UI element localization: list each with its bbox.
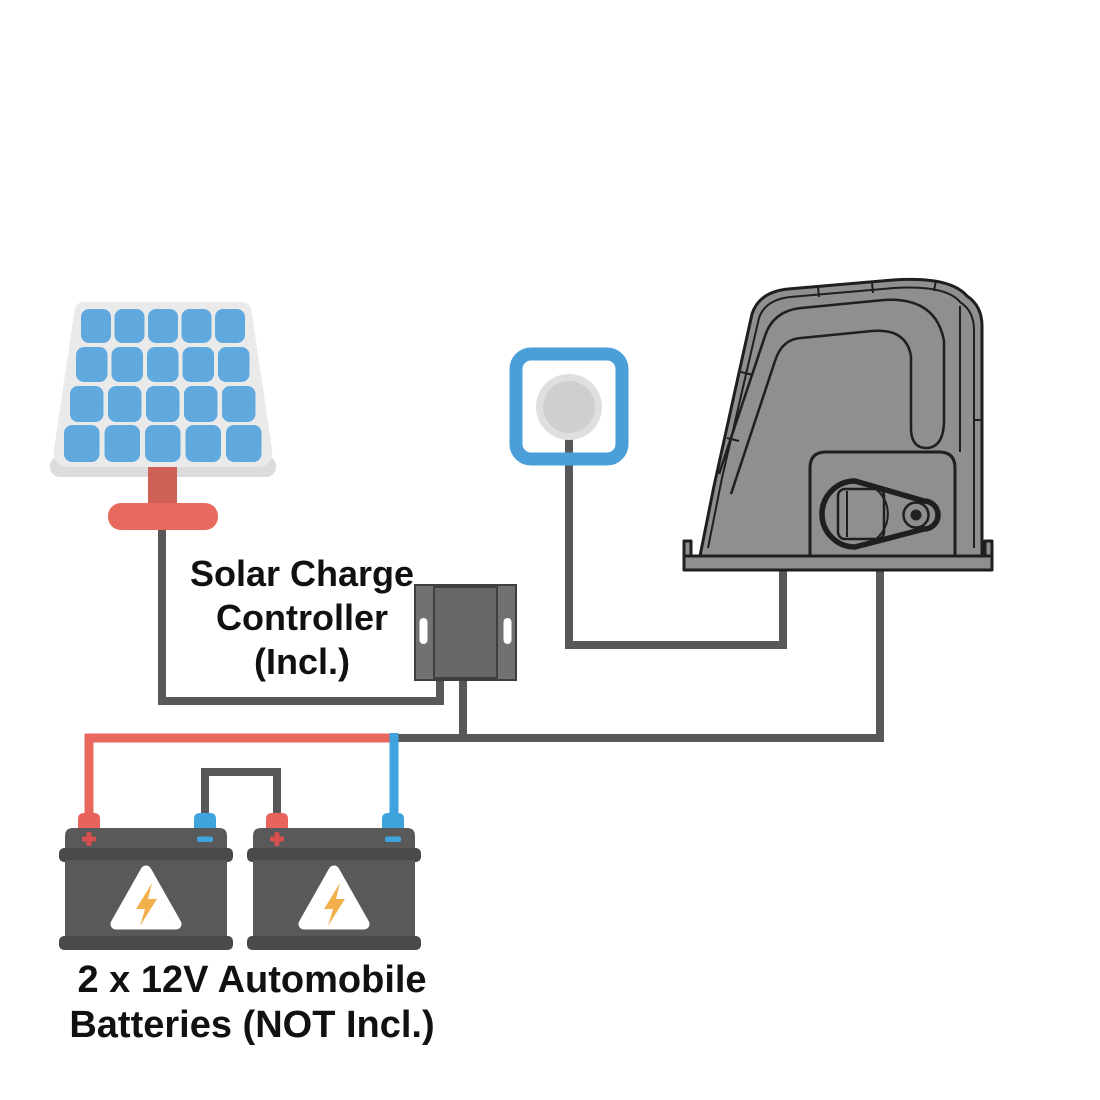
motor-release-keyhole bbox=[819, 478, 941, 550]
outlet-square-frame bbox=[509, 347, 629, 466]
batteries-label-line2: Batteries (NOT Incl.) bbox=[69, 1004, 435, 1046]
battery-1-icon bbox=[59, 813, 233, 950]
motor-hood-arch bbox=[717, 298, 946, 495]
battery2-plus-mark bbox=[270, 832, 284, 846]
batteries-label-line1: 2 x 12V Automobile bbox=[77, 959, 427, 1001]
motor-foot-tab-right bbox=[983, 539, 994, 558]
controller-label-line1: Solar Charge bbox=[189, 553, 415, 594]
panel-stand-post bbox=[148, 466, 177, 508]
battery2-top-band bbox=[247, 848, 421, 862]
battery-2-icon bbox=[247, 813, 421, 950]
wires bbox=[84, 412, 884, 816]
motor-release-handle bbox=[836, 487, 886, 541]
battery1-bottom-band bbox=[59, 936, 233, 950]
wire-battery1-positive-red bbox=[84, 733, 398, 816]
wire-solar-to-controller bbox=[158, 500, 444, 705]
gate-opener-motor-icon bbox=[682, 277, 994, 572]
wire-junction-to-motor bbox=[394, 562, 884, 742]
outlet-plug-icon bbox=[509, 347, 629, 466]
charge-controller-icon bbox=[414, 584, 517, 681]
controller-mount-hole-right bbox=[503, 618, 512, 644]
panel-stand-base bbox=[108, 503, 218, 530]
motor-lock-core bbox=[910, 509, 922, 521]
solar-panel-icon bbox=[50, 302, 276, 530]
battery1-lid bbox=[65, 828, 227, 850]
battery2-terminal-negative bbox=[382, 813, 404, 831]
battery1-top-band bbox=[59, 848, 233, 862]
motor-lock-cylinder bbox=[902, 501, 930, 529]
motor-seam-ticks bbox=[726, 279, 982, 442]
battery1-plus-mark bbox=[82, 832, 96, 846]
controller-label-line3: (Incl.) bbox=[254, 641, 350, 682]
motor-seam-line bbox=[707, 286, 975, 549]
battery2-lid bbox=[253, 828, 415, 850]
motor-base-plate bbox=[682, 554, 994, 572]
panel-frame bbox=[53, 302, 273, 467]
controller-mount-hole-left bbox=[419, 618, 428, 644]
motor-foot-tab-left bbox=[682, 539, 693, 558]
battery2-minus-mark bbox=[385, 836, 401, 842]
controller-label: Solar Charge Controller (Incl.) bbox=[132, 552, 472, 684]
panel-cells bbox=[64, 309, 262, 462]
wire-battery-series-jumper bbox=[201, 768, 281, 816]
battery2-bottom-band bbox=[247, 936, 421, 950]
battery1-lightning-bolt-icon bbox=[136, 883, 157, 926]
battery2-terminal-positive bbox=[266, 813, 288, 831]
plug-circle-inner bbox=[543, 381, 595, 433]
battery1-terminal-negative bbox=[194, 813, 216, 831]
battery1-terminal-positive bbox=[78, 813, 100, 831]
battery1-minus-mark bbox=[197, 836, 213, 842]
controller-label-line2: Controller bbox=[215, 597, 388, 638]
wire-outlet-to-motor bbox=[565, 412, 787, 649]
batteries-label: 2 x 12V Automobile Batteries (NOT Incl.) bbox=[32, 958, 472, 1048]
controller-center-box bbox=[433, 586, 498, 679]
battery2-lightning-bolt-icon bbox=[324, 883, 345, 926]
